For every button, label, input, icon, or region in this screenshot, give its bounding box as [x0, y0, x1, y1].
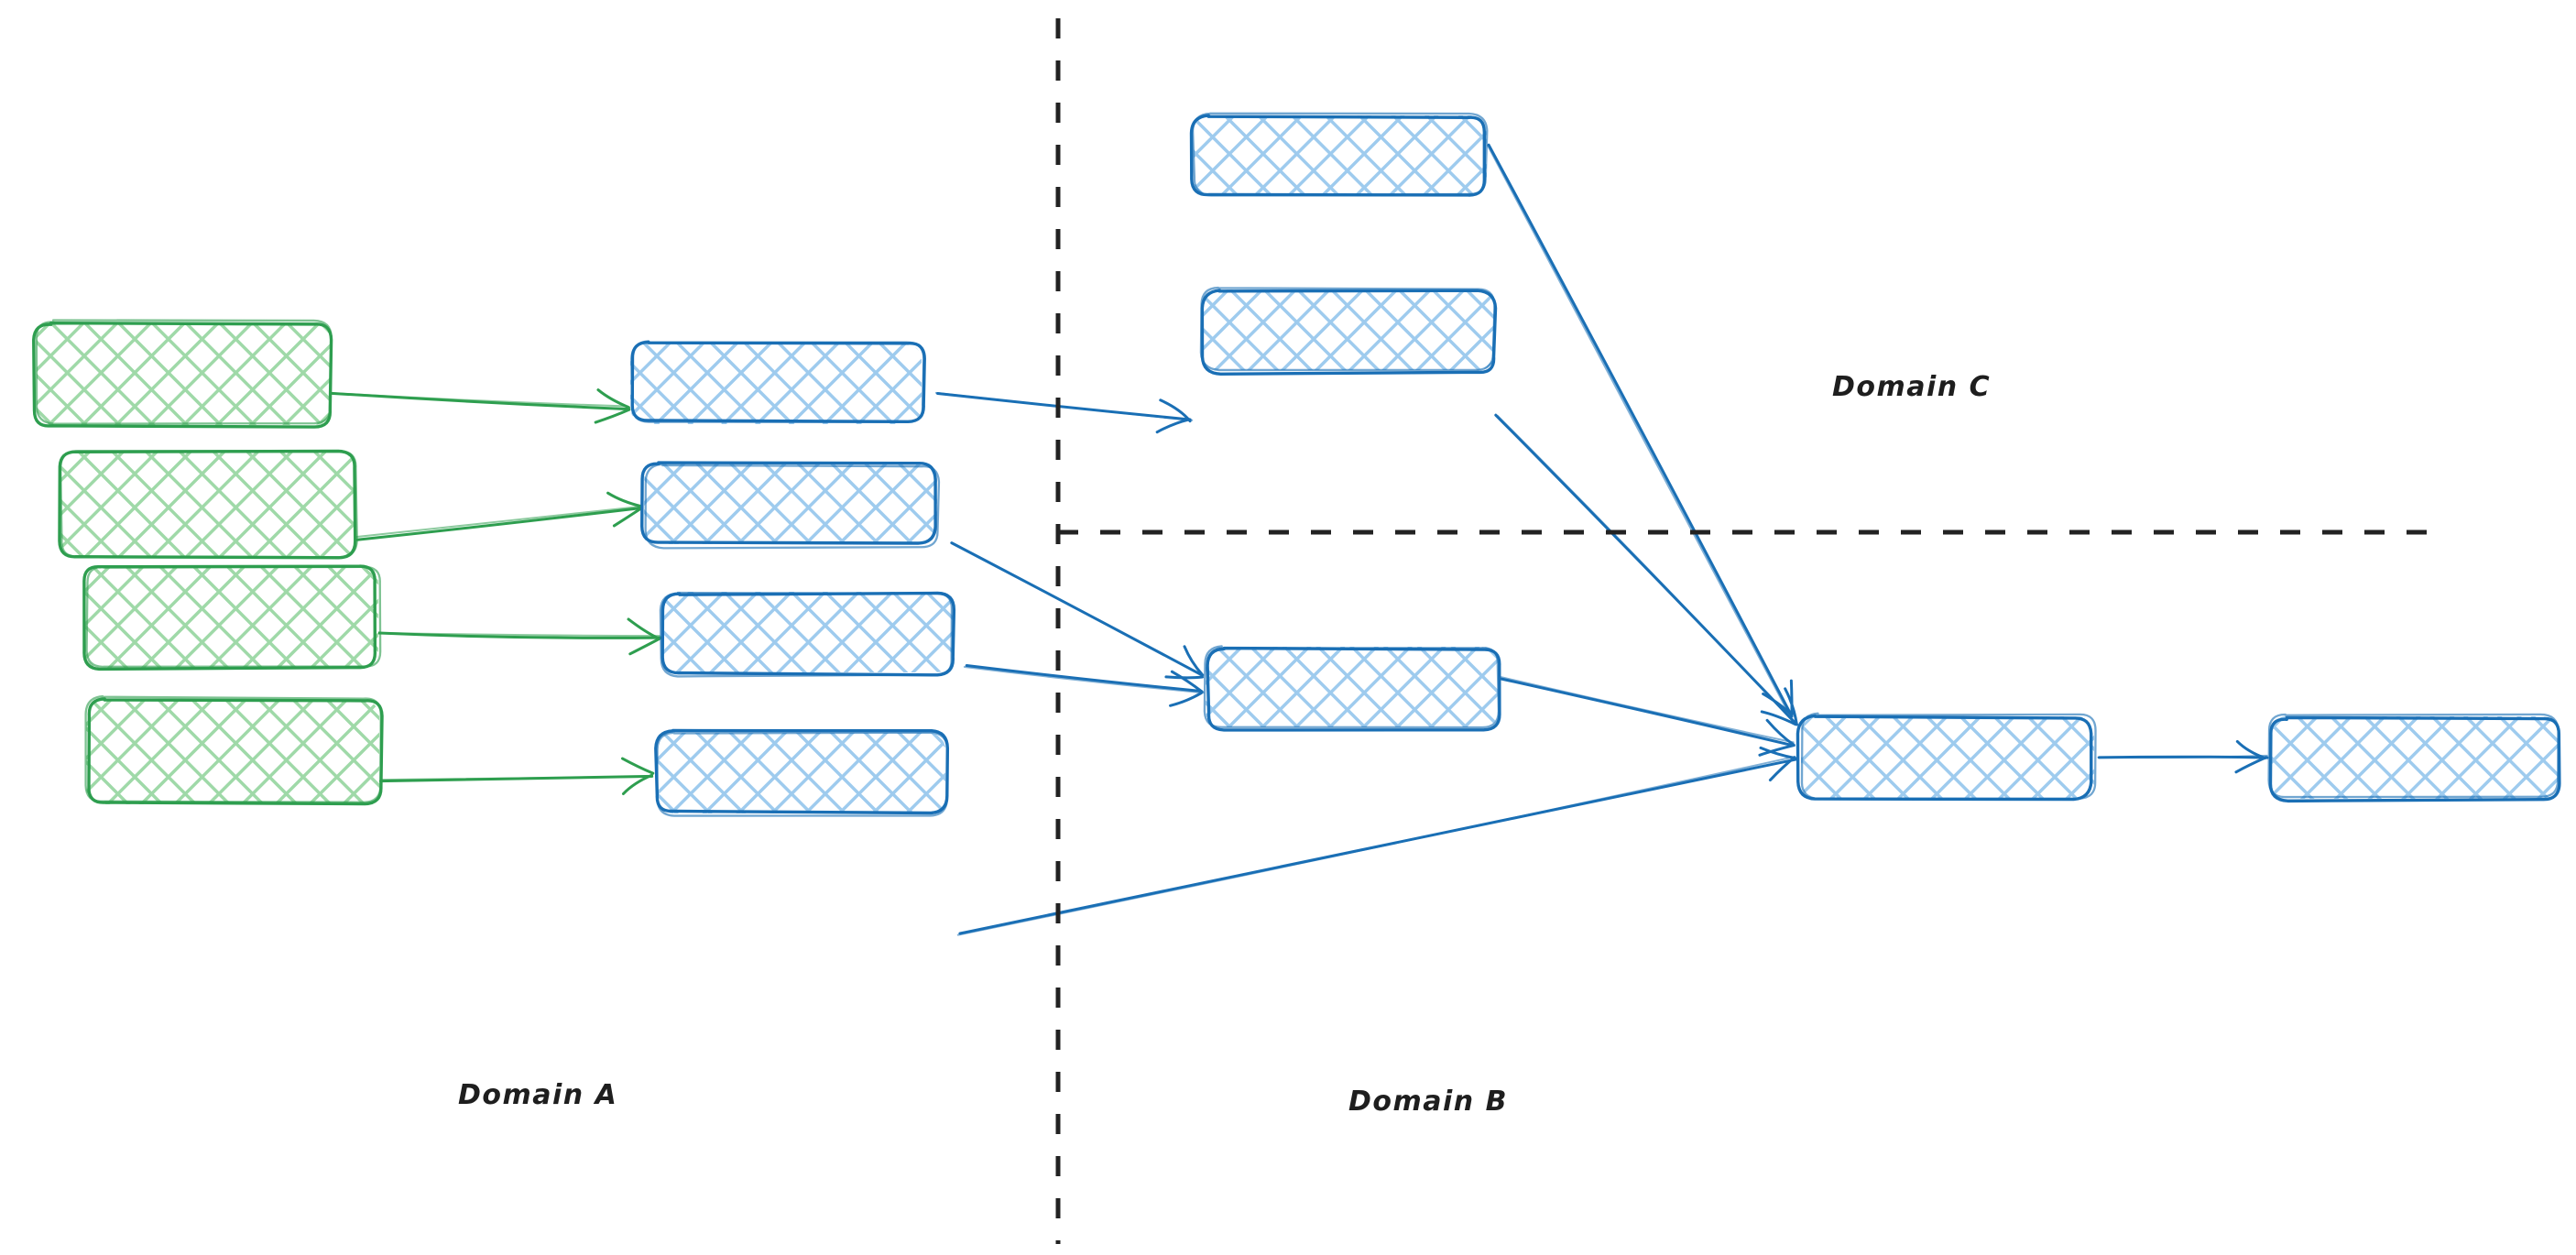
node-fill	[656, 733, 945, 813]
node-b3[interactable]	[659, 588, 956, 678]
domain-label-b: Domain B	[1348, 1086, 1508, 1118]
node-b4[interactable]	[652, 728, 950, 817]
node-a1[interactable]	[32, 319, 335, 429]
edge-e-c3-hub	[1500, 676, 1796, 757]
edge-e-a2-b2	[355, 491, 644, 541]
edge-e-a4-b4	[379, 757, 655, 795]
node-fill	[86, 700, 379, 804]
domain-label-a: Domain A	[458, 1079, 618, 1111]
node-fill	[1801, 716, 2094, 799]
edge-e-hub-tail	[2097, 739, 2269, 774]
edge-e-b3-c3	[963, 663, 1205, 707]
node-fill	[2270, 716, 2558, 799]
node-a3[interactable]	[82, 562, 382, 672]
edge-e-b4-hub	[956, 746, 1797, 936]
node-fill	[61, 453, 356, 557]
edge-e-c1-hub	[1487, 143, 1794, 718]
node-fill	[663, 592, 953, 672]
node-a4[interactable]	[82, 694, 384, 808]
node-hub[interactable]	[1796, 712, 2098, 802]
domain-label-c: Domain C	[1832, 371, 1992, 403]
node-fill	[1206, 647, 1499, 727]
node-fill	[1202, 289, 1495, 370]
node-tail[interactable]	[2266, 713, 2561, 803]
edge-e-b1-c2	[934, 391, 1194, 434]
node-fill	[37, 322, 332, 425]
nodes-group	[32, 112, 2561, 817]
edge-e-c2-hub	[1494, 413, 1798, 726]
node-fill	[85, 566, 378, 669]
node-c1[interactable]	[1189, 112, 1490, 200]
edges-group	[329, 143, 2269, 936]
node-fill	[630, 344, 922, 424]
edge-e-a1-b1	[329, 388, 631, 424]
node-c3[interactable]	[1202, 643, 1502, 732]
node-b1[interactable]	[627, 340, 926, 428]
node-b2[interactable]	[640, 460, 941, 550]
node-c2[interactable]	[1198, 286, 1499, 376]
node-a2[interactable]	[58, 449, 360, 561]
node-fill	[1194, 115, 1487, 196]
dividers-group	[1055, 18, 2448, 1244]
edge-e-a3-b3	[377, 617, 663, 656]
edge-e-b2-c3	[950, 541, 1205, 680]
node-fill	[644, 464, 937, 544]
